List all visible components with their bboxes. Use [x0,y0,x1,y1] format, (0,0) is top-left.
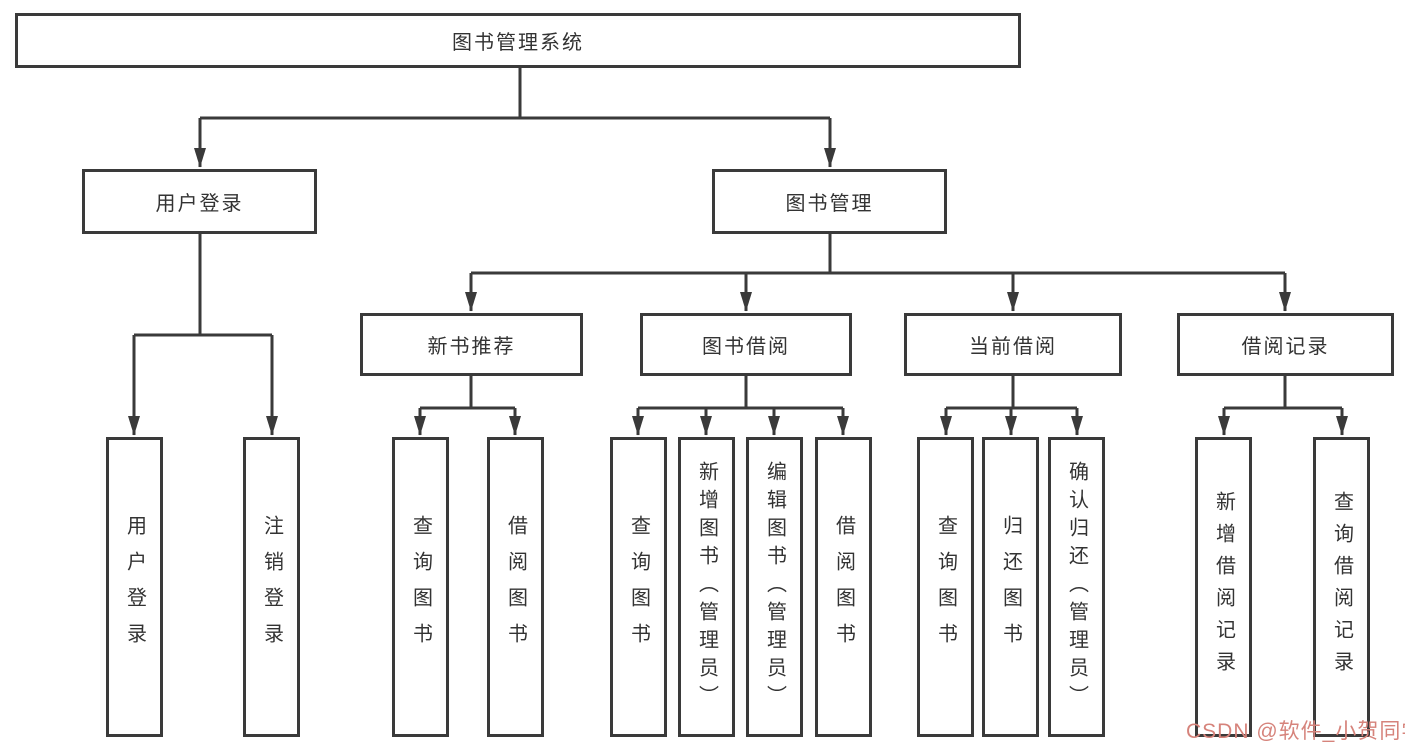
node-leaf-br-query-record: 查询借阅记录 [1313,437,1370,737]
connector-user-login-children [128,234,278,436]
node-borrow-records-label: 借阅记录 [1241,336,1330,358]
node-new-book-recommend-label: 新书推荐 [427,336,516,358]
connector-current-borrow-children [940,376,1083,436]
node-leaf-cb-query-books: 查询图书 [917,437,974,737]
node-leaf-bb-add-books-admin: 新增图书（管理员） [678,437,735,737]
node-library-system-label: 图书管理系统 [452,32,584,54]
node-current-borrow-label: 当前借阅 [969,336,1057,358]
connector-new-book-children [414,376,521,436]
node-new-book-recommend: 新书推荐 [360,313,583,376]
node-borrow-records: 借阅记录 [1177,313,1394,376]
watermark: CSDN @软件_小贺同学 [1186,720,1405,743]
node-leaf-user-login: 用户登录 [106,437,163,737]
node-book-management: 图书管理 [712,169,947,234]
node-leaf-cb-return-books-label: 归还图书 [999,515,1022,659]
node-user-login: 用户登录 [82,169,317,234]
connector-borrow-records-children [1218,376,1348,436]
node-leaf-logout: 注销登录 [243,437,300,737]
node-leaf-cb-query-books-label: 查询图书 [934,515,957,659]
node-leaf-bb-query-books-label: 查询图书 [627,515,650,659]
node-leaf-rec-query-books-label: 查询图书 [409,515,432,659]
node-user-login-label: 用户登录 [155,193,244,215]
node-leaf-br-add-record-label: 新增借阅记录 [1212,491,1235,683]
node-leaf-rec-query-books: 查询图书 [392,437,449,737]
connector-book-borrow-children [632,376,849,436]
node-leaf-cb-return-books: 归还图书 [982,437,1039,737]
node-leaf-rec-borrow-books-label: 借阅图书 [504,515,527,659]
node-current-borrow: 当前借阅 [904,313,1122,376]
node-leaf-logout-label: 注销登录 [260,515,283,659]
node-leaf-bb-query-books: 查询图书 [610,437,667,737]
node-leaf-rec-borrow-books: 借阅图书 [487,437,544,737]
connector-root-to-level1 [194,68,836,168]
node-book-borrow: 图书借阅 [640,313,852,376]
node-leaf-br-query-record-label: 查询借阅记录 [1330,491,1353,683]
node-leaf-br-add-record: 新增借阅记录 [1195,437,1252,737]
node-leaf-bb-borrow-books-label: 借阅图书 [832,515,855,659]
node-leaf-bb-add-books-admin-label: 新增图书（管理员） [695,461,718,713]
node-book-borrow-label: 图书借阅 [702,336,790,358]
node-leaf-user-login-label: 用户登录 [123,515,146,659]
node-leaf-bb-borrow-books: 借阅图书 [815,437,872,737]
connector-book-mgmt-children [465,234,1291,312]
node-leaf-bb-edit-books-admin-label: 编辑图书（管理员） [763,461,786,713]
node-leaf-cb-confirm-return-admin: 确认归还（管理员） [1048,437,1105,737]
node-leaf-bb-edit-books-admin: 编辑图书（管理员） [746,437,803,737]
node-book-management-label: 图书管理 [785,193,874,215]
node-leaf-cb-confirm-return-admin-label: 确认归还（管理员） [1065,461,1088,713]
node-library-system: 图书管理系统 [15,13,1021,68]
